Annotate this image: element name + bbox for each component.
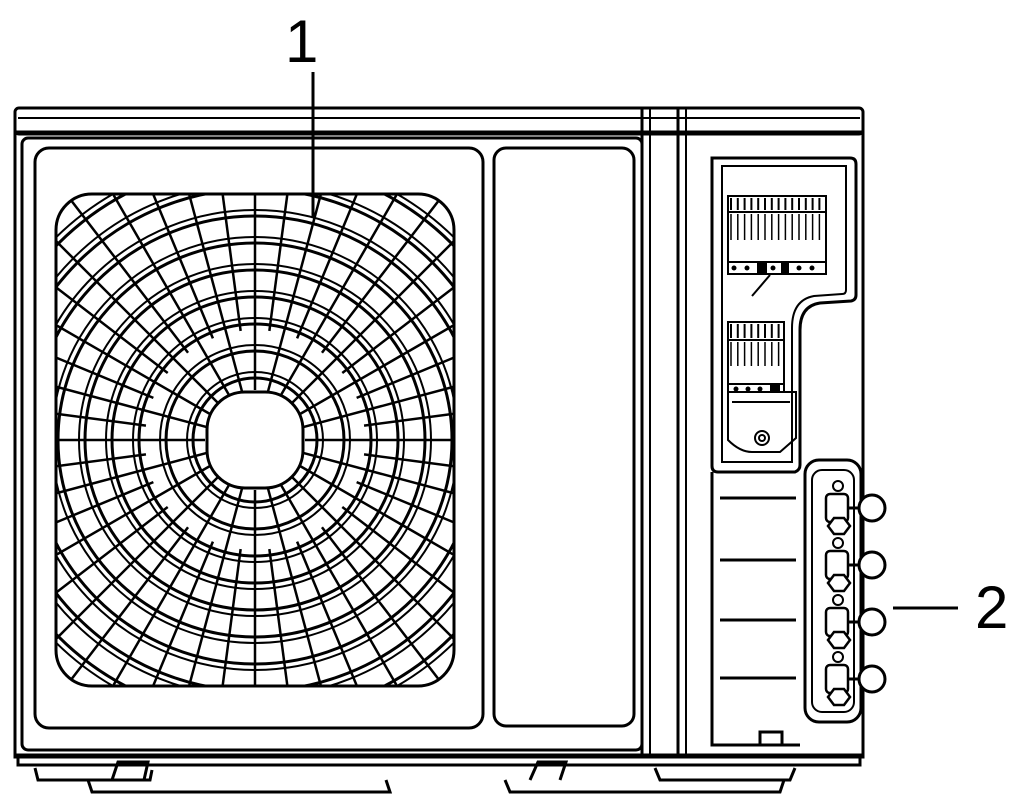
- fan-hub: [205, 390, 305, 490]
- unit-body: [13, 106, 865, 767]
- service-valve: [824, 480, 887, 536]
- unit-feet: [33, 760, 797, 794]
- service-valve-panel: [803, 458, 887, 724]
- service-valve: [824, 651, 887, 707]
- fan-guard-grille: [54, 192, 456, 688]
- callout-label-2: 2: [975, 574, 1008, 641]
- service-valve: [824, 594, 887, 650]
- terminal-block-upper: [727, 195, 827, 297]
- callout-label-1: 1: [285, 8, 318, 75]
- terminal-block-lower: [727, 321, 797, 453]
- service-valve: [824, 537, 887, 593]
